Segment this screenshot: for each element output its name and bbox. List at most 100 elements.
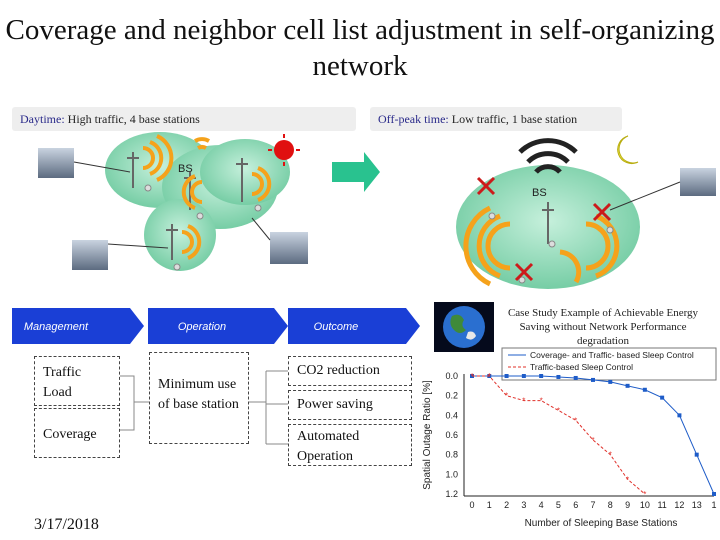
y-tick-label: 1.2 bbox=[445, 489, 458, 499]
case-study-caption: Case Study Example of Achievable Energy … bbox=[507, 307, 699, 347]
daytime-bs-label: BS bbox=[178, 163, 193, 175]
data-point: * bbox=[540, 397, 543, 406]
x-tick-label: 8 bbox=[608, 500, 613, 510]
daytime-text: High traffic, 4 base stations bbox=[64, 112, 200, 126]
data-point: * bbox=[591, 436, 594, 445]
daytime-label: Daytime: High traffic, 4 base stations bbox=[12, 107, 356, 131]
slide-date: 3/17/2018 bbox=[34, 516, 99, 533]
x-tick-label: 10 bbox=[640, 500, 650, 510]
chart-y-label: Spatial Outage Ratio [%] bbox=[422, 380, 433, 490]
moon-icon bbox=[617, 135, 639, 164]
outcome-header: Outcome bbox=[314, 321, 359, 333]
bs-tower-icon bbox=[542, 202, 554, 244]
outcome-power-saving: Power saving bbox=[288, 390, 412, 420]
data-point bbox=[625, 383, 630, 388]
sun-icon bbox=[268, 134, 300, 166]
data-point: * bbox=[626, 475, 629, 484]
x-tick-label: 1 bbox=[711, 500, 716, 510]
chart-legend bbox=[501, 347, 717, 381]
management-header: Management bbox=[24, 321, 89, 333]
building-icon bbox=[72, 240, 108, 270]
process-headers: Management Operation Outcome bbox=[12, 308, 420, 344]
operation-minimum-use: Minimum use of base station bbox=[149, 352, 249, 444]
user-device-icon bbox=[488, 212, 614, 284]
y-tick-label: 0.8 bbox=[445, 450, 458, 460]
data-point bbox=[591, 377, 595, 382]
data-point bbox=[573, 375, 578, 380]
data-point: * bbox=[488, 372, 491, 381]
coverage-area bbox=[144, 199, 216, 271]
outcome-co2: CO2 reduction bbox=[288, 356, 412, 386]
series-line bbox=[472, 375, 646, 495]
x-tick-label: 0 bbox=[469, 500, 474, 510]
data-point bbox=[539, 374, 544, 378]
x-tick-label: 5 bbox=[556, 500, 561, 510]
data-point bbox=[712, 492, 716, 496]
chart-x-label: Number of Sleeping Base Stations bbox=[525, 518, 678, 529]
offpeak-bs-label: BS bbox=[532, 187, 547, 199]
x-tick-label: 4 bbox=[539, 500, 544, 510]
data-point bbox=[642, 387, 647, 392]
sleep-bs-x-icon bbox=[476, 176, 612, 282]
data-point bbox=[556, 374, 561, 379]
daytime-network bbox=[38, 132, 308, 271]
data-point bbox=[660, 395, 665, 400]
operation-header: Operation bbox=[178, 321, 226, 333]
data-point bbox=[694, 452, 699, 457]
data-point: * bbox=[609, 451, 612, 460]
management-traffic-load: Traffic Load bbox=[34, 356, 120, 406]
daytime-prefix: Daytime: bbox=[20, 112, 65, 126]
x-tick-label: 7 bbox=[590, 500, 595, 510]
offpeak-label: Off-peak time: Low traffic, 1 base stati… bbox=[370, 107, 622, 131]
operation-arrow bbox=[148, 308, 288, 344]
page-title: Coverage and neighbor cell list adjustme… bbox=[5, 14, 715, 82]
user-device-icon bbox=[144, 184, 262, 271]
signal-icon bbox=[142, 134, 272, 260]
x-tick-label: 11 bbox=[657, 500, 666, 510]
data-point: * bbox=[505, 392, 508, 401]
data-point: * bbox=[470, 372, 473, 381]
earth-icon bbox=[434, 302, 494, 352]
signal-icon bbox=[463, 205, 620, 287]
offpeak-network bbox=[456, 135, 716, 289]
x-tick-label: 9 bbox=[625, 500, 630, 510]
building-icon bbox=[38, 148, 74, 178]
building-icon bbox=[680, 168, 716, 196]
network-illustration: BS BS bbox=[38, 132, 716, 289]
building-icon bbox=[270, 232, 308, 264]
legend-entry: Coverage- and Traffic- based Sleep Contr… bbox=[530, 350, 694, 360]
data-point: * bbox=[574, 416, 577, 425]
x-tick-label: 1 bbox=[487, 500, 492, 510]
x-tick-label: 12 bbox=[674, 500, 684, 510]
transition-arrow-icon bbox=[332, 152, 380, 192]
outcome-automated: Automated Operation bbox=[288, 424, 412, 466]
legend-entry: Traffic-based Sleep Control bbox=[530, 362, 633, 372]
bs-tower-icon bbox=[236, 158, 248, 202]
management-coverage: Coverage bbox=[34, 408, 120, 458]
signal-icon bbox=[518, 138, 578, 174]
bs-tower-icon bbox=[127, 152, 139, 188]
y-tick-label: 0.2 bbox=[445, 391, 458, 401]
offpeak-prefix: Off-peak time: bbox=[378, 112, 449, 126]
x-tick-label: 13 bbox=[692, 500, 702, 510]
y-tick-label: 1.0 bbox=[445, 469, 458, 479]
y-tick-label: 0.6 bbox=[445, 430, 458, 440]
x-tick-label: 2 bbox=[504, 500, 509, 510]
sleep-control-chart: Coverage- and Traffic- based Sleep Contr… bbox=[422, 347, 717, 529]
data-point: * bbox=[522, 397, 525, 406]
y-tick-label: 0.0 bbox=[445, 371, 458, 381]
offpeak-text: Low traffic, 1 base station bbox=[448, 112, 578, 126]
data-point: * bbox=[557, 406, 560, 415]
management-arrow bbox=[12, 308, 144, 344]
y-tick-label: 0.4 bbox=[445, 410, 458, 420]
outcome-arrow bbox=[288, 308, 420, 344]
data-point: * bbox=[643, 490, 646, 499]
process-connectors bbox=[120, 370, 288, 445]
x-tick-label: 6 bbox=[573, 500, 578, 510]
x-tick-label: 3 bbox=[521, 500, 526, 510]
bs-tower-icon bbox=[166, 224, 178, 260]
data-point bbox=[521, 374, 526, 378]
data-point bbox=[608, 379, 613, 384]
data-point bbox=[504, 374, 509, 378]
data-point bbox=[677, 413, 682, 418]
